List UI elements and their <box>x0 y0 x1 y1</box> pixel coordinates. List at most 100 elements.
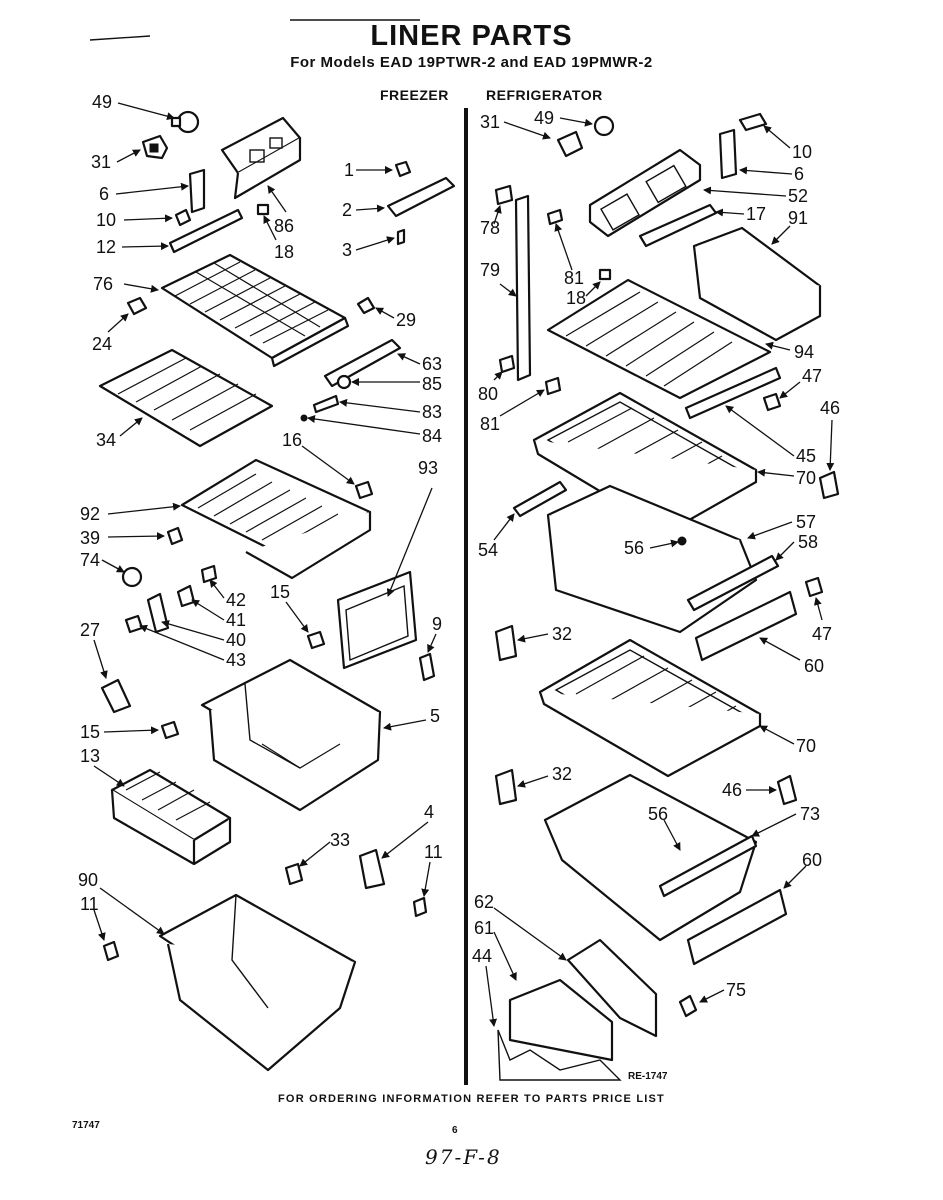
callout-76: 76 <box>93 274 113 294</box>
shelf-rail-part <box>684 366 782 420</box>
large-freezer-bin-part <box>158 893 357 1072</box>
callout-24: 24 <box>92 334 112 354</box>
callout-46: 46 <box>820 398 840 418</box>
leader-lines <box>93 102 835 1027</box>
callout-13: 13 <box>80 746 100 766</box>
callout-32: 32 <box>552 624 572 644</box>
washer-part <box>176 584 196 608</box>
liner-section-part <box>497 1029 622 1081</box>
crisper-drawer-upper <box>546 484 758 634</box>
callout-73: 73 <box>800 804 820 824</box>
callout-63: 63 <box>422 354 442 374</box>
bracket-part <box>166 526 184 546</box>
drawing-code: RE-1747 <box>628 1071 668 1082</box>
callout-92: 92 <box>80 504 100 524</box>
dairy-door-part <box>508 978 614 1062</box>
freezer-parts <box>98 110 456 1072</box>
callout-31: 31 <box>480 112 500 132</box>
control-housing-part <box>588 148 702 238</box>
callout-15: 15 <box>270 582 290 602</box>
clip-part <box>306 630 326 650</box>
callout-70: 70 <box>796 736 816 756</box>
callout-56: 56 <box>648 804 668 824</box>
light-bulb-part <box>593 115 615 137</box>
screw-part <box>396 228 406 246</box>
light-bulb-part <box>170 110 200 134</box>
callout-11: 11 <box>80 894 99 914</box>
callout-2: 2 <box>342 200 352 220</box>
callout-78: 78 <box>480 218 500 238</box>
bracket-part <box>494 768 518 806</box>
callout-47: 47 <box>802 366 822 386</box>
knob-part <box>121 566 143 588</box>
callout-70: 70 <box>796 468 816 488</box>
clip-part <box>762 392 782 412</box>
cap-part <box>498 354 516 374</box>
page-number: 6 <box>452 1125 458 1136</box>
drawer-front-part <box>686 888 788 966</box>
shelf-support-part <box>126 296 148 316</box>
washer-part <box>300 414 308 422</box>
callout-81: 81 <box>564 268 584 288</box>
callout-57: 57 <box>796 512 816 532</box>
rail-part <box>638 203 718 248</box>
callout-74: 74 <box>80 550 100 570</box>
callout-11: 11 <box>424 842 443 862</box>
clip-part <box>354 480 374 500</box>
callout-40: 40 <box>226 630 246 650</box>
callout-9: 9 <box>432 614 442 634</box>
handwritten-note: 97-F-8 <box>425 1145 502 1169</box>
callout-18: 18 <box>566 288 586 308</box>
callout-44: 44 <box>472 946 492 966</box>
axle-part <box>312 394 340 414</box>
callout-41: 41 <box>226 610 246 630</box>
page-title: LINER PARTS <box>370 20 573 52</box>
callout-61: 61 <box>474 918 494 938</box>
callout-4: 4 <box>424 802 434 822</box>
hinge-part <box>358 848 386 890</box>
bracket-part <box>146 592 170 634</box>
callout-62: 62 <box>474 892 494 912</box>
dairy-bin-part <box>692 226 822 342</box>
callout-91: 91 <box>788 208 808 228</box>
callout-33: 33 <box>330 830 350 850</box>
callout-86: 86 <box>274 216 294 236</box>
clip-part <box>102 940 120 962</box>
light-socket-part <box>556 130 584 158</box>
support-part <box>386 176 456 218</box>
bracket-part <box>494 624 518 662</box>
callout-94: 94 <box>794 342 814 362</box>
nut-part <box>124 614 144 634</box>
shelf-support-part <box>356 296 376 315</box>
callout-90: 90 <box>78 870 98 890</box>
callout-32: 32 <box>552 764 572 784</box>
callout-1: 1 <box>344 160 354 180</box>
callout-10: 10 <box>96 210 116 230</box>
callout-58: 58 <box>798 532 818 552</box>
refrigerator-wire-shelf <box>546 278 772 400</box>
document-number: 71747 <box>72 1120 100 1131</box>
ice-tray-part <box>110 768 232 866</box>
callout-16: 16 <box>282 430 302 450</box>
callout-84: 84 <box>422 426 442 446</box>
shelf-ladder-part <box>514 194 532 382</box>
freezer-bin-part <box>200 658 382 812</box>
callout-6: 6 <box>794 164 804 184</box>
screw-part <box>200 564 218 584</box>
light-socket-part <box>141 134 169 160</box>
freezer-section-heading: FREEZER <box>380 87 449 103</box>
wire-shelf-lower <box>98 348 274 448</box>
rail-part <box>168 208 244 254</box>
clip-part <box>256 203 270 216</box>
callout-31: 31 <box>91 152 111 172</box>
clip-part <box>598 268 612 281</box>
wire-shelf-upper <box>160 253 350 368</box>
callout-75: 75 <box>726 980 746 1000</box>
callout-49: 49 <box>534 108 554 128</box>
crisper-cover-lower <box>538 638 762 778</box>
callout-34: 34 <box>96 430 116 450</box>
page-subtitle: For Models EAD 19PTWR-2 and EAD 19PMWR-2 <box>290 54 653 71</box>
crisper-cover-upper <box>532 391 758 534</box>
callout-12: 12 <box>96 237 116 257</box>
